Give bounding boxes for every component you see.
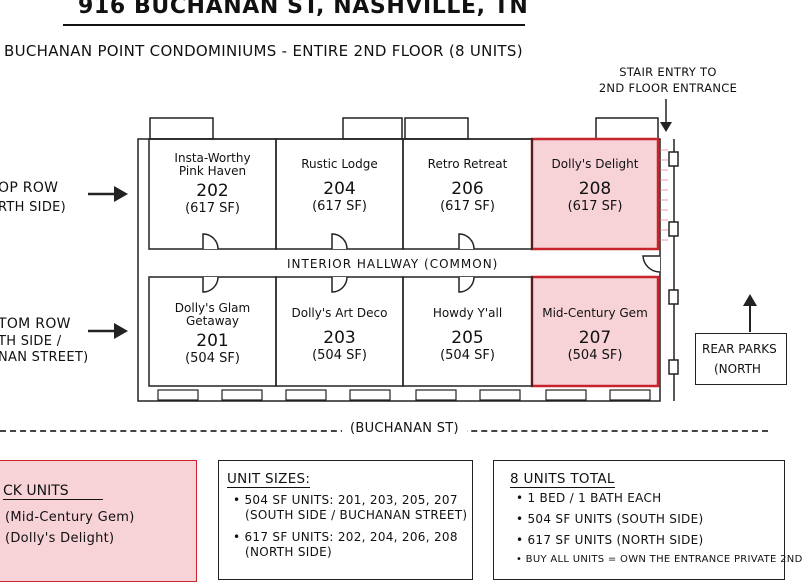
stair-entry-line1: STAIR ENTRY TO [619,65,717,79]
unit-size: (504 SF) [185,351,240,366]
legend-item-2: (Dolly's Delight) [5,531,115,546]
unit-number: 204 [323,179,356,199]
top-row-label-line2: RTH SIDE) [0,200,67,215]
unit-sizes-617-line1: • 617 SF UNITS: 202, 204, 206, 208 [233,530,458,544]
unit-201: Dolly's Glam Getaway 201 (504 SF) [149,301,276,367]
totals-item-3: • 617 SF UNITS (NORTH SIDE) [516,533,704,547]
unit-203: Dolly's Art Deco 203 (504 SF) [276,306,403,364]
totals-box: 8 UNITS TOTAL • 1 BED / 1 BATH EACH • 50… [493,460,802,580]
unit-208-highlight [530,137,660,251]
unit-sizes-504-line1: • 504 SF UNITS: 201, 203, 205, 207 [233,493,458,507]
bottom-row-arrow [88,323,128,339]
unit-206: Retro Retreat 206 (617 SF) [403,157,532,215]
unit-208: Dolly's Delight 208 (617 SF) [532,157,658,215]
unit-number: 206 [451,179,484,199]
bottom-row-label-line2: TH SIDE / [0,334,62,349]
page-title: 916 BUCHANAN ST, NASHVILLE, TN [78,0,529,19]
street-label: (BUCHANAN ST) [342,421,467,436]
unit-name: Retro Retreat [427,157,508,171]
totals-item-4: • BUY ALL UNITS = OWN THE ENTRANCE PRIVA… [516,554,803,565]
unit-size: (617 SF) [567,199,623,214]
top-row-label-line1: OP ROW [0,180,59,196]
unit-size: (617 SF) [185,201,240,216]
unit-size: (504 SF) [312,348,367,363]
unit-name: Dolly's Delight [551,157,639,171]
page-subtitle: BUCHANAN POINT CONDOMINIUMS - ENTIRE 2ND… [4,42,523,60]
unit-name: Dolly's Art Deco [291,306,388,320]
unit-202: Insta-Worthy Pink Haven 202 (617 SF) [149,151,276,217]
unit-sizes-title: UNIT SIZES: [227,471,311,488]
totals-title: 8 UNITS TOTAL [510,471,615,488]
rear-parking-box: REAR PARKS (NORTH [695,333,787,385]
unit-name: Mid-Century Gem [542,306,648,320]
unit-207: Mid-Century Gem 207 (504 SF) [532,306,658,364]
unit-207-highlight [530,275,660,388]
unit-number: 201 [196,331,229,351]
title-underline [63,24,525,26]
unit-name: Rustic Lodge [301,157,378,171]
highlighted-units-legend: CK UNITS (Mid-Century Gem) (Dolly's Deli… [0,460,197,582]
unit-name: Howdy Y'all [432,306,503,320]
floor-plan [88,99,679,402]
hallway-label: INTERIOR HALLWAY (COMMON) [287,257,499,271]
legend-item-1: (Mid-Century Gem) [5,510,135,525]
unit-number: 208 [578,179,612,199]
bottom-row-label-line1: TOM ROW [0,316,71,332]
unit-number: 202 [196,181,229,201]
unit-number: 207 [578,328,612,348]
unit-204: Rustic Lodge 204 (617 SF) [276,157,403,215]
totals-item-1: • 1 BED / 1 BATH EACH [516,491,662,505]
unit-sizes-617-line2: (NORTH SIDE) [245,545,332,559]
unit-number: 203 [323,328,356,348]
stair-entry-line2: 2ND FLOOR ENTRANCE [598,81,738,95]
unit-sizes-504-line2: (SOUTH SIDE / BUCHANAN STREET) [245,508,468,522]
unit-name: Insta-Worthy Pink Haven [174,151,251,178]
unit-size: (617 SF) [440,199,495,214]
top-row-label: OP ROW RTH SIDE) [0,178,66,218]
unit-sizes-box: UNIT SIZES: • 504 SF UNITS: 201, 203, 20… [218,460,473,580]
unit-size: (504 SF) [567,348,623,363]
parking-arrow-icon [743,294,757,332]
unit-205: Howdy Y'all 205 (504 SF) [403,306,532,364]
rear-parking-line1: REAR PARKS [702,342,777,356]
unit-size: (504 SF) [440,348,495,363]
unit-size: (617 SF) [312,199,367,214]
totals-item-2: • 504 SF UNITS (SOUTH SIDE) [516,512,704,526]
stair-arrow [660,99,672,132]
stair-entry-note: STAIR ENTRY TO 2ND FLOOR ENTRANCE [598,64,738,96]
bottom-row-label-line3: NAN STREET) [0,350,89,365]
top-row-arrow [88,186,128,202]
unit-name: Dolly's Glam Getaway [174,301,251,328]
rear-parking-line2: (NORTH [714,362,761,376]
legend-title: CK UNITS [3,483,103,500]
unit-number: 205 [451,328,484,348]
bottom-row-label: TOM ROW TH SIDE / NAN STREET) [0,314,88,366]
